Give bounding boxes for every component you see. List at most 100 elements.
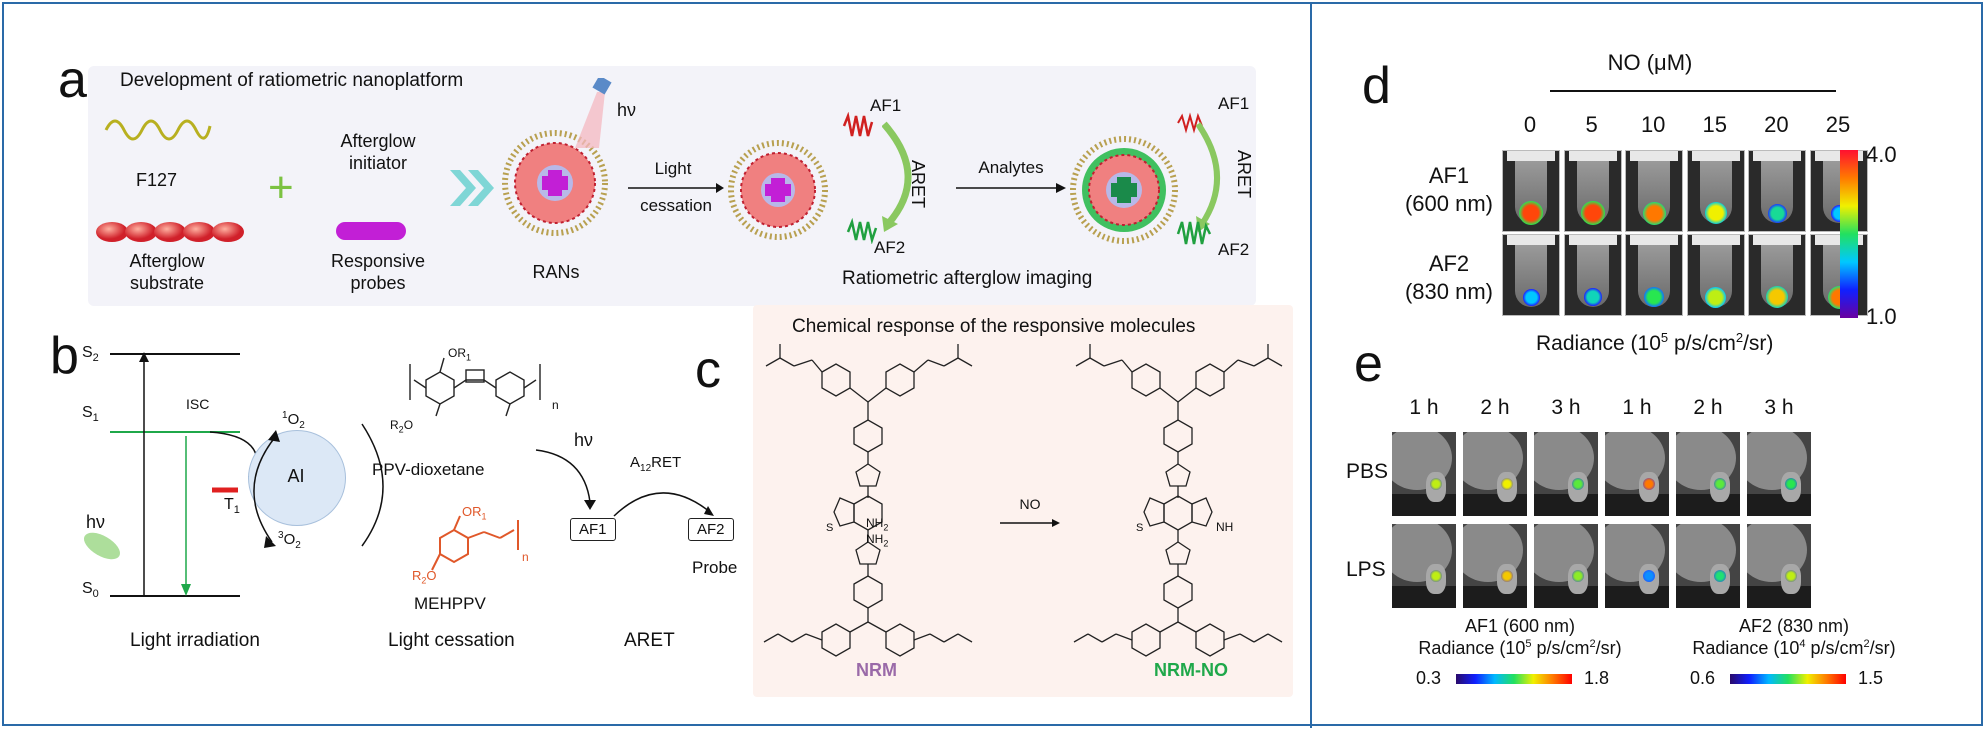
mouse-tile-pbs-5 [1747,432,1811,516]
panel-letter-a: a [58,51,87,109]
nh2-1-sub: 2 [883,522,889,533]
signal-spot [1705,286,1727,308]
or1-sub: 1 [466,352,472,363]
responsive-probes-label: Responsive probes [318,250,438,294]
light-irradiation-label: Light irradiation [130,630,260,651]
s0-letter: S [82,580,93,597]
signal-spot [1704,202,1727,224]
nrm-no-s-atom: S [1136,522,1144,534]
s1-subscript: 1 [92,412,99,425]
a12ret-a: A [630,454,641,471]
curved-arrow-down-icon [882,121,912,232]
af2-green-wave-large-icon [1176,221,1212,245]
no-title-underline [1550,90,1836,92]
mouse-tile-lps-5 [1747,524,1811,608]
concentration-label-15: 15 [1702,112,1728,137]
signal-spot [1583,288,1602,306]
r1-b: p/s/cm [1531,638,1590,658]
af2-max-label: 1.5 [1858,668,1884,688]
aret-label-a1: ARET [908,160,928,209]
r2o-r: R [390,418,399,432]
r1-sup2: 2 [1589,638,1596,650]
signal-spot [1766,286,1789,308]
nrm-s-atom: S [826,522,834,534]
mouse-tile-lps-1 [1463,524,1527,608]
mehppv-label: MEHPPV [414,594,486,613]
af2-row-title: AF2 [1428,251,1470,276]
afterglow-substrate-label: Afterglow substrate [112,250,222,294]
time-label-4: 2 h [1693,396,1723,419]
time-label-2: 3 h [1551,396,1581,419]
r1-sup: 5 [1525,638,1532,650]
probe-label: Probe [692,558,738,577]
signal-spot [1644,287,1665,307]
vial-tile-af1-20 [1748,150,1807,232]
ran-nanoparticle-1-icon [502,130,608,236]
signal-spot [1642,201,1666,225]
vial-tile-af1-5 [1563,150,1622,232]
panel-d-colorbar [1840,150,1858,318]
mouse-tile-lps-3 [1605,524,1669,608]
or1-label-ppv: OR1 [448,346,471,362]
panel-divider [1310,2,1312,728]
a12ret-rest: RET [651,454,682,471]
mouse-tile-pbs-0 [1392,432,1456,516]
responsive-probes-line2: probes [350,273,406,293]
or1-text-2: OR [462,504,482,519]
signal-spot [1430,570,1442,582]
s2-label: S2 [82,344,99,364]
responsive-probe-pill [336,222,406,240]
or1-text: OR [448,346,466,360]
signal-spot [1430,478,1442,490]
arrow-right-icon [628,183,724,193]
nrm-no-structure [1073,344,1283,657]
afterglow-initiator-line2: initiator [348,153,408,173]
triplet-o: O [283,531,296,548]
nh2-1-text: NH [866,516,884,530]
mouse-tile-pbs-1 [1463,432,1527,516]
aret-label-a2: ARET [1234,150,1254,199]
signal-spot [1501,478,1513,490]
light-cessation-label-b: Light cessation [388,630,515,651]
r2o-label-ppv: R2O [390,418,413,434]
radiance-d-sup: 5 [1660,330,1669,345]
af2-caption: AF2 (830 nm) [1738,616,1850,636]
r2-b: p/s/cm [1805,638,1864,658]
af2-row-label: AF2 (830 nm) [1394,250,1504,306]
af1-caption: AF1 (600 nm) [1464,616,1576,636]
or1-sub-2: 1 [481,511,487,522]
concentration-label-0: 0 [1523,112,1537,137]
curved-arrow-right-icon [613,492,714,517]
concentration-label-25: 25 [1825,112,1851,137]
r1-a: Radiance (10 [1418,638,1526,658]
r2o-r-2: R [412,568,422,583]
t1-subscript: 1 [233,504,240,517]
mouse-tile-pbs-3 [1605,432,1669,516]
r2o-o-2: O [426,568,437,583]
triplet-sup: 3 [278,530,284,541]
mouse-tile-lps-0 [1392,524,1456,608]
vial-tile-af1-25 [1810,150,1868,232]
s1-label: S1 [82,404,99,424]
af2-colorbar [1730,674,1846,684]
afterglow-substrate-line2: substrate [129,273,205,293]
lps-row-label: LPS [1346,558,1386,581]
r2-sup: 4 [1799,638,1806,650]
time-label-1: 2 h [1480,396,1510,419]
ppv-dioxetane-structure [409,357,541,417]
af2-label-a2: AF2 [1218,240,1250,259]
nrm-nh2-1: NH2 [866,516,888,532]
signal-spot [1643,570,1655,582]
concentration-label-20: 20 [1764,112,1789,137]
arrow-right-icon [956,183,1066,193]
af1-red-wave-small-icon [1177,112,1203,134]
hv-label-a: hν [617,100,637,120]
or1-label-mehppv: OR1 [462,504,487,522]
radiance-d-b: p/s/cm [1668,332,1736,355]
signal-spot [1572,570,1584,582]
light-cessation-line2: cessation [640,196,712,215]
mehppv-n-subscript: n [522,550,529,564]
afterglow-initiator-line1: Afterglow [340,131,416,151]
light-cessation-line1: Light [654,159,692,178]
